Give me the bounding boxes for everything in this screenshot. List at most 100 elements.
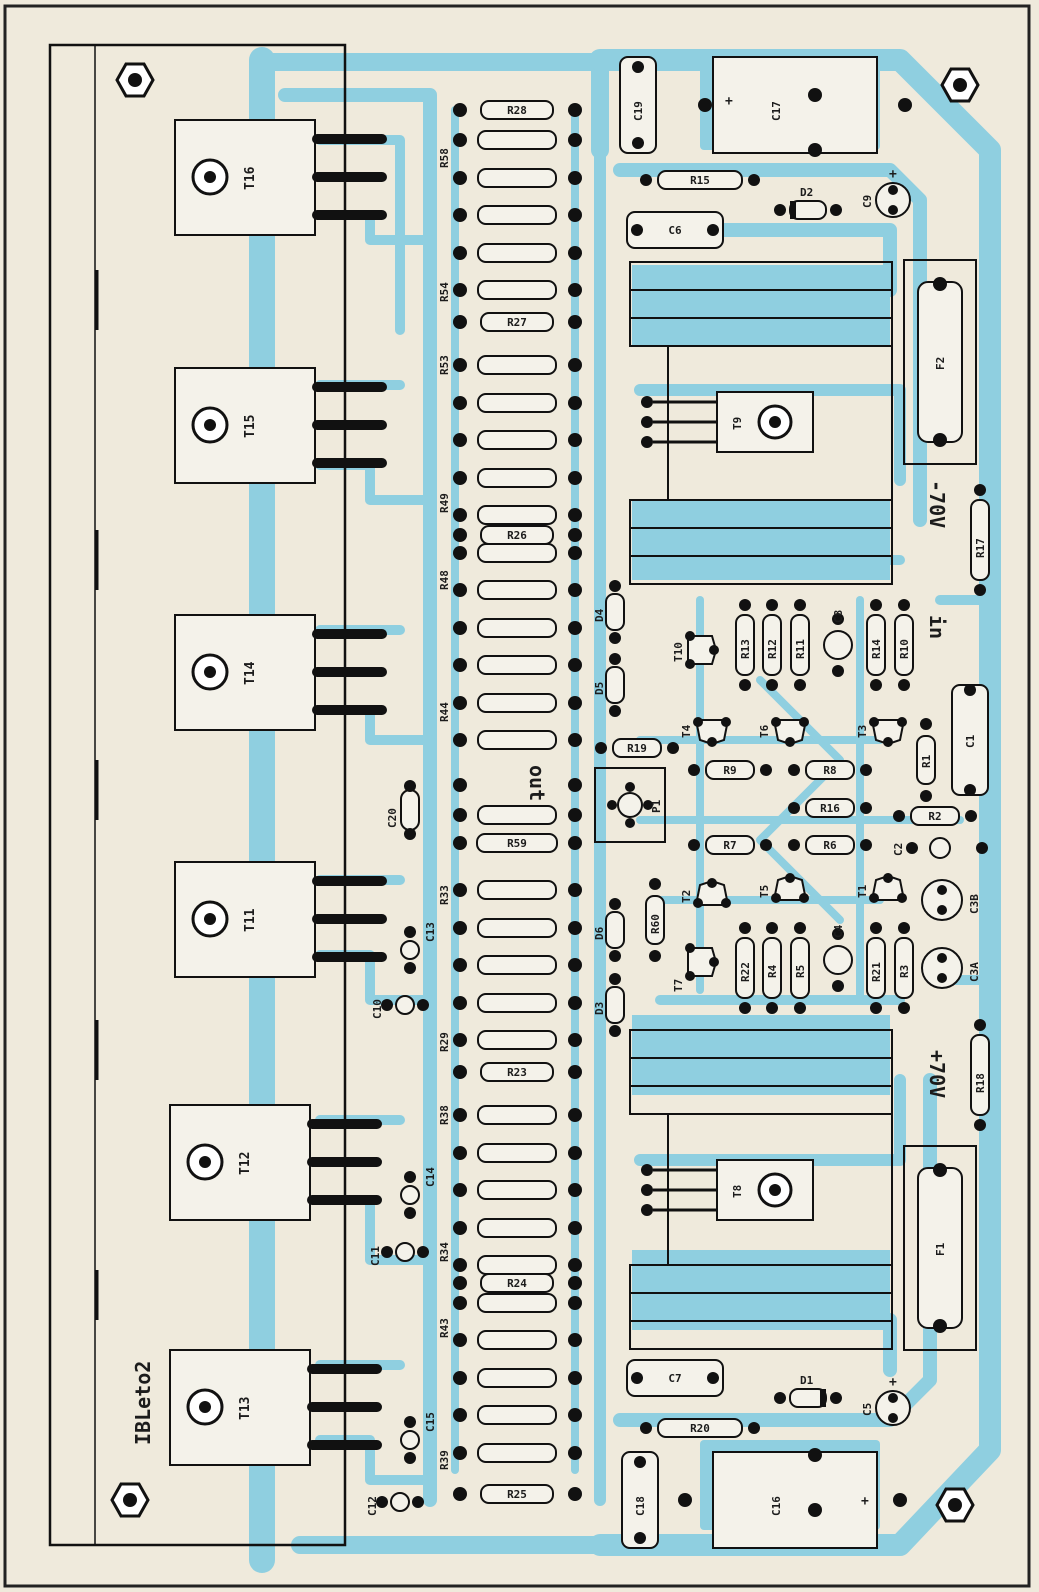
resistor-label: R33 <box>438 885 451 905</box>
resistor-label: R1 <box>920 754 933 768</box>
emitter-resistor <box>477 1330 557 1350</box>
diode-label: D4 <box>593 608 606 622</box>
solder-pad <box>453 246 467 260</box>
solder-pad <box>453 1258 467 1272</box>
driver-top: C19 +C17 R15 D2 +C9 C6 T9 F2 R17 <box>619 56 990 596</box>
bypass-caps: C20 C13 C10 C14 C11 C15 C12 <box>366 780 437 1516</box>
solder-pad <box>453 1221 467 1235</box>
emitter-resistor <box>477 955 557 975</box>
emitter-resistor <box>477 580 557 600</box>
solder-pad <box>453 583 467 597</box>
resistor-label: R12 <box>766 639 779 659</box>
emitter-resistor <box>477 730 557 750</box>
transistor-label: T7 <box>672 979 685 992</box>
emitter-resistor <box>477 430 557 450</box>
diode-label: D1 <box>800 1374 814 1387</box>
transistor-label: T14 <box>243 661 258 685</box>
resistor-label: R6 <box>823 839 837 852</box>
cap-label: C14 <box>424 1167 437 1187</box>
transistor-label: T8 <box>731 1185 744 1198</box>
emitter-resistor <box>477 1368 557 1388</box>
emitter-resistor <box>477 1143 557 1163</box>
mounting-holes <box>110 62 980 1523</box>
emitter-resistor-chain <box>453 103 582 1501</box>
solder-pad <box>453 1108 467 1122</box>
solder-pad <box>568 1446 582 1460</box>
solder-pad <box>453 996 467 1010</box>
solder-pad <box>568 836 582 850</box>
transistor-label: T15 <box>243 415 258 438</box>
cap-label: C12 <box>366 1496 379 1516</box>
cap-label: C9 <box>861 195 874 208</box>
solder-pad <box>453 528 467 542</box>
fuse-label: F2 <box>934 357 947 370</box>
supply-positive-label: +70V <box>925 1050 949 1098</box>
solder-pad <box>453 315 467 329</box>
cap-label: C10 <box>371 999 384 1019</box>
transistor-label: T6 <box>758 724 771 738</box>
solder-pad <box>568 1108 582 1122</box>
emitter-resistor <box>477 543 557 563</box>
solder-pad <box>568 621 582 635</box>
resistor-label: R59 <box>507 837 527 850</box>
solder-pad <box>453 358 467 372</box>
emitter-resistor <box>477 468 557 488</box>
solder-pad <box>453 1065 467 1079</box>
power-transistors: T16 T15 T14 T11 <box>169 119 387 1466</box>
fuse-label: F1 <box>934 1242 947 1256</box>
resistor-label: R43 <box>438 1318 451 1338</box>
resistor-label: R9 <box>723 764 736 777</box>
cap-label: C15 <box>424 1412 437 1432</box>
solder-pad <box>568 433 582 447</box>
resistor-label: R2 <box>928 810 941 823</box>
resistor-label: R53 <box>438 355 451 375</box>
transistor-label: T2 <box>680 890 693 903</box>
resistor-label: R27 <box>507 316 527 329</box>
cap-label: C16 <box>770 1496 783 1516</box>
cap-label: C19 <box>632 101 645 121</box>
solder-pad <box>453 836 467 850</box>
resistor-label: R38 <box>438 1105 451 1125</box>
resistor-label: R17 <box>974 538 987 558</box>
resistor-label: R3 <box>898 965 911 978</box>
input-section: P1 C1 R1 C2 C3B C3A <box>594 684 989 989</box>
solder-pad <box>568 1333 582 1347</box>
resistor-label: R48 <box>438 570 451 590</box>
resistor-label: R11 <box>794 639 807 659</box>
out-pads <box>453 778 582 792</box>
solder-pad <box>568 696 582 710</box>
solder-pad <box>453 1296 467 1310</box>
resistor-label: R5 <box>794 965 807 978</box>
emitter-resistor <box>477 1293 557 1313</box>
plus-sign: + <box>725 94 733 109</box>
resistor-label: R13 <box>739 639 752 659</box>
emitter-resistor <box>477 130 557 150</box>
transistor-label: T3 <box>856 725 869 738</box>
cap-label: C8 <box>832 610 845 623</box>
solder-pad <box>568 883 582 897</box>
solder-pad <box>568 1276 582 1290</box>
solder-pad <box>453 471 467 485</box>
solder-pad <box>453 883 467 897</box>
mid-resistors: R19 R9 R8 R16 R2 R7 R6 R60 <box>595 738 977 962</box>
solder-pad <box>453 1333 467 1347</box>
solder-pad <box>568 808 582 822</box>
emitter-resistor <box>477 993 557 1013</box>
supply-negative-label: -70V <box>925 480 949 528</box>
resistor-label: R44 <box>438 702 451 722</box>
resistor-label: R29 <box>438 1032 451 1052</box>
solder-pad <box>568 528 582 542</box>
solder-pad <box>453 621 467 635</box>
resistor-label: R19 <box>627 742 647 755</box>
transistor-label: T1 <box>856 884 869 898</box>
cap-label: C2 <box>892 843 905 856</box>
resistor-label: R14 <box>870 639 883 659</box>
diode-label: D5 <box>593 682 606 695</box>
emitter-resistor <box>477 1405 557 1425</box>
solder-pad <box>568 103 582 117</box>
solder-pad <box>453 1276 467 1290</box>
solder-pad <box>568 1371 582 1385</box>
solder-pad <box>568 658 582 672</box>
resistor-label: R18 <box>974 1073 987 1093</box>
